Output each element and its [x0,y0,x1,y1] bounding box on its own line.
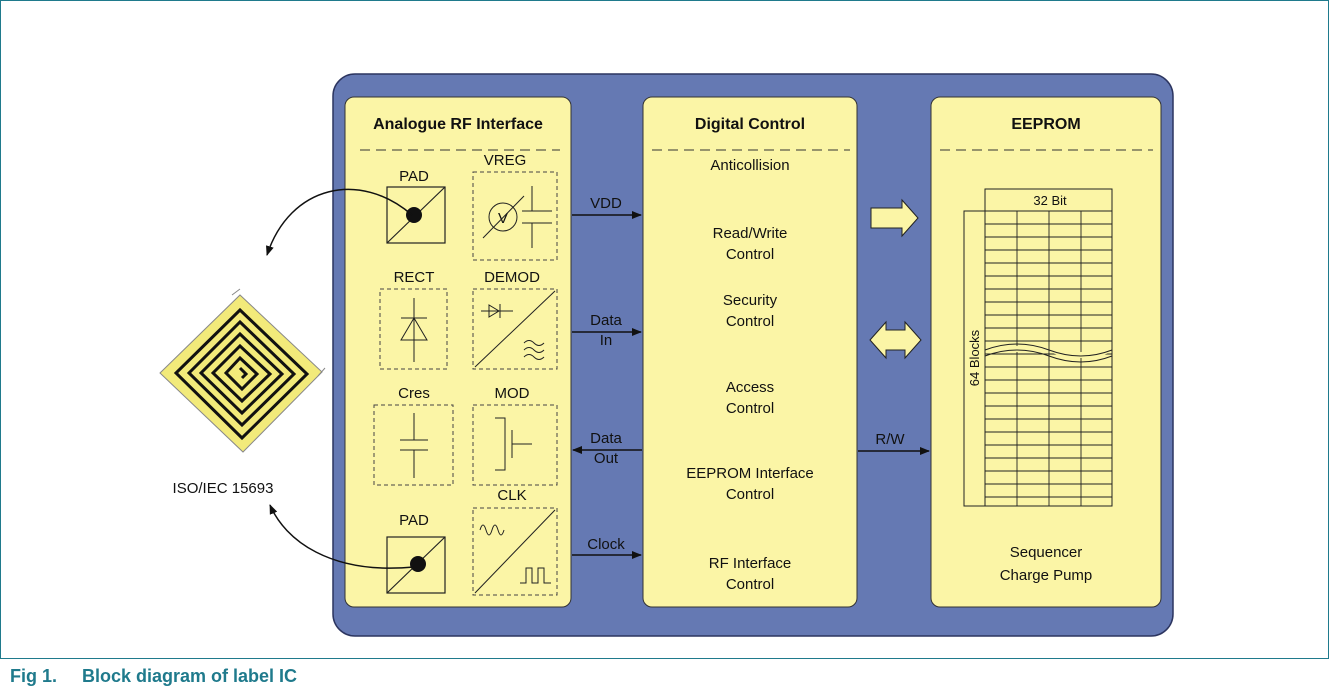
figure-title: Block diagram of label IC [82,666,298,686]
pad-top-label: PAD [399,168,429,185]
digital-function-3-line-1: Control [726,400,774,417]
data-bus-arrow [869,320,922,360]
figure-caption: Fig 1. Block diagram of label IC [10,666,297,687]
figure-number: Fig 1. [10,666,58,686]
block-diagram: Analogue RF Interface PAD VREG V RECT [159,73,1174,637]
digital-function-5-line-1: Control [726,576,774,593]
memory-width-label: 32 Bit [1033,193,1067,208]
signal-data-in-1: Data [590,312,622,329]
antenna-coil [173,307,310,441]
rectifier-diode-icon [379,288,448,370]
eeprom-footer-line2: Charge Pump [1000,567,1093,584]
demod-label: DEMOD [484,269,540,286]
digital-function-0-line-0: Anticollision [710,157,789,174]
signal-vdd: VDD [590,195,622,212]
digital-function-3-line-0: Access [726,379,774,396]
pad-antenna-links [266,188,415,569]
rf-interface-block: Analogue RF Interface PAD VREG V RECT [344,96,572,608]
digital-function-2-line-1: Control [726,313,774,330]
digital-eeprom-signals: R/W [858,198,930,455]
figure-frame [0,0,1329,659]
mod-label: MOD [495,385,530,402]
eeprom-block: EEPROM 32 Bit 64 Blocks Sequencer Charge… [930,96,1162,608]
rf-digital-signals: VDD Data In Data Out Clock [572,195,642,559]
capacitor-icon [373,404,454,486]
address-bus-arrow [870,198,919,238]
tag-standard-label: ISO/IEC 15693 [173,480,274,497]
eeprom-title: EEPROM [1011,116,1080,133]
clk-label: CLK [497,487,526,504]
rf-interface-title: Analogue RF Interface [373,116,543,133]
digital-function-4-line-0: EEPROM Interface [686,465,814,482]
modulator-transistor-icon [472,404,558,486]
digital-function-4-line-1: Control [726,486,774,503]
pad-bottom-symbol [386,536,446,594]
vreg-label: VREG [484,152,527,169]
pad-top-symbol [386,186,446,244]
digital-control-title: Digital Control [695,116,805,133]
rect-label: RECT [394,269,435,286]
cres-label: Cres [398,385,430,402]
demodulator-icon [472,288,558,370]
svg-text:V: V [498,210,508,227]
signal-data-out-2: Out [594,450,619,467]
eeprom-footer-line1: Sequencer [1010,544,1083,561]
signal-rw: R/W [875,431,905,448]
digital-function-1-line-1: Control [726,246,774,263]
digital-function-2-line-0: Security [723,292,778,309]
digital-function-5-line-0: RF Interface [709,555,792,572]
memory-depth-label: 64 Blocks [967,329,982,386]
clock-icon [472,507,558,596]
pad-bottom-label: PAD [399,512,429,529]
memory-array: 32 Bit 64 Blocks [963,188,1113,507]
signal-data-in-2: In [600,332,613,349]
digital-control-block: Digital Control AnticollisionRead/WriteC… [642,96,858,608]
signal-clock: Clock [587,536,625,553]
signal-data-out-1: Data [590,430,622,447]
vreg-regulator-icon: V [472,171,558,261]
rfid-tag [159,288,326,453]
digital-function-1-line-0: Read/Write [713,225,788,242]
